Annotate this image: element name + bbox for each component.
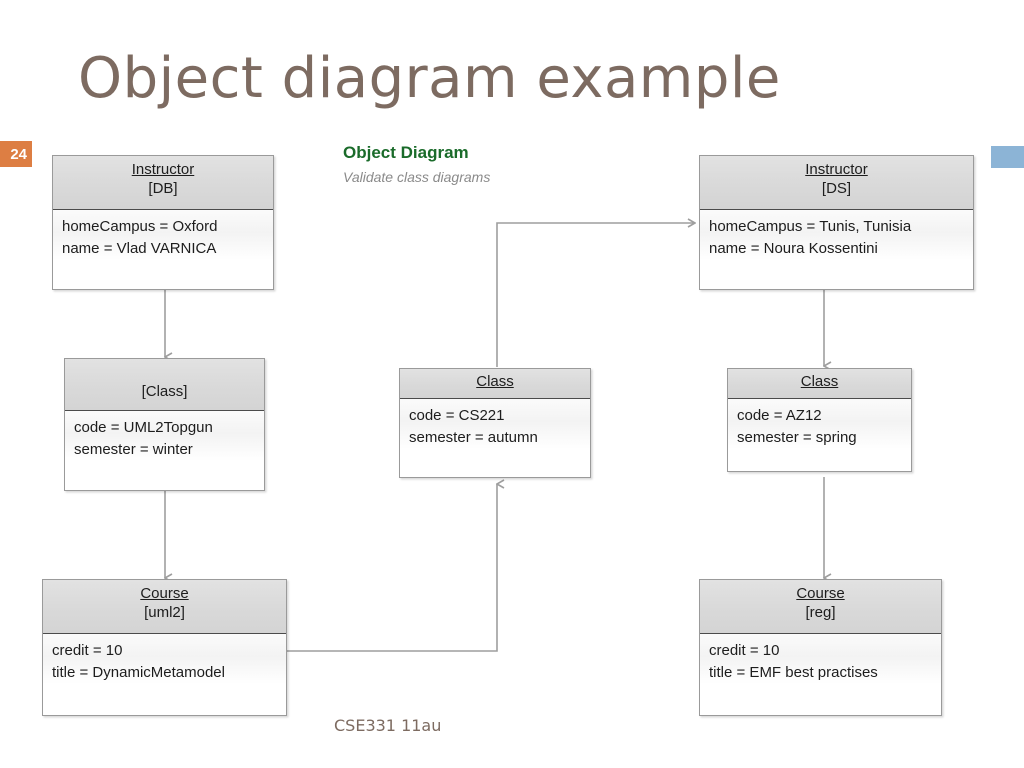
uml-object-class-cs221[interactable]: Class code = CS221 semester = autumn <box>399 368 591 478</box>
uml-object-course-uml2[interactable]: Course [uml2] credit = 10 title = Dynami… <box>42 579 287 716</box>
uml-object-name: Course <box>796 585 845 602</box>
uml-object-instructor-ds[interactable]: Instructor [DS] homeCampus = Tunis, Tuni… <box>699 155 974 290</box>
uml-attribute: credit = 10 <box>709 642 780 659</box>
uml-header: Instructor [DB] <box>53 156 273 210</box>
uml-attribute: code = UML2Topgun <box>74 419 213 436</box>
uml-attribute: code = CS221 <box>409 407 505 424</box>
uml-attribute: code = AZ12 <box>737 407 822 424</box>
uml-attribute: semester = winter <box>74 441 193 458</box>
uml-body: code = AZ12 semester = spring <box>728 399 911 449</box>
uml-object-name: Class <box>476 373 514 390</box>
uml-object-instance: [uml2] <box>144 604 185 621</box>
slide-number-badge: 24 <box>0 141 32 167</box>
link-class-cs221-to-instructor-ds <box>496 223 695 367</box>
uml-object-name: Course <box>140 585 189 602</box>
uml-body: code = UML2Topgun semester = winter <box>65 411 264 461</box>
page-title: Object diagram example <box>78 46 781 111</box>
uml-object-instance: [DS] <box>821 180 852 197</box>
uml-object-course-reg[interactable]: Course [reg] credit = 10 title = EMF bes… <box>699 579 942 716</box>
uml-attribute: credit = 10 <box>52 642 123 659</box>
diagram-caption-title: Object Diagram <box>343 143 469 162</box>
diagram-caption: Object Diagram Validate class diagrams <box>343 143 490 185</box>
uml-object-name <box>69 364 260 382</box>
uml-body: credit = 10 title = EMF best practises <box>700 634 941 684</box>
uml-header: [Class] <box>65 359 264 411</box>
uml-header: Course [uml2] <box>43 580 286 634</box>
link-course-uml2-to-class-cs221 <box>287 484 497 652</box>
uml-attribute: homeCampus = Tunis, Tunisia <box>709 218 912 235</box>
uml-header: Instructor [DS] <box>700 156 973 210</box>
uml-object-instance: [DB] <box>148 180 178 197</box>
uml-attribute: name = Vlad VARNICA <box>62 240 217 257</box>
uml-object-instance: [Class] <box>141 383 188 400</box>
uml-header: Class <box>400 369 590 399</box>
uml-object-instructor-db[interactable]: Instructor [DB] homeCampus = Oxford name… <box>52 155 274 290</box>
uml-attribute: semester = autumn <box>409 429 538 446</box>
uml-object-name: Class <box>800 373 839 390</box>
uml-header: Course [reg] <box>700 580 941 634</box>
uml-attribute: semester = spring <box>737 429 857 446</box>
diagram-caption-subtitle: Validate class diagrams <box>343 169 491 185</box>
slide-footer: CSE331 11au <box>334 716 442 735</box>
uml-attribute: homeCampus = Oxford <box>62 218 218 235</box>
uml-object-instance: [reg] <box>805 604 836 621</box>
uml-body: code = CS221 semester = autumn <box>400 399 590 449</box>
uml-body: homeCampus = Tunis, Tunisia name = Noura… <box>700 210 973 260</box>
accent-block <box>991 146 1024 168</box>
uml-attribute: title = EMF best practises <box>709 664 878 681</box>
uml-attribute: name = Noura Kossentini <box>709 240 878 257</box>
uml-object-name: Instructor <box>131 161 195 178</box>
uml-body: homeCampus = Oxford name = Vlad VARNICA <box>53 210 273 260</box>
uml-attribute: title = DynamicMetamodel <box>52 664 225 681</box>
uml-object-name: Instructor <box>805 161 868 178</box>
uml-object-class-az12[interactable]: Class code = AZ12 semester = spring <box>727 368 912 472</box>
uml-object-class-uml2topgun[interactable]: [Class] code = UML2Topgun semester = win… <box>64 358 265 491</box>
uml-header: Class <box>728 369 911 399</box>
uml-body: credit = 10 title = DynamicMetamodel <box>43 634 286 684</box>
